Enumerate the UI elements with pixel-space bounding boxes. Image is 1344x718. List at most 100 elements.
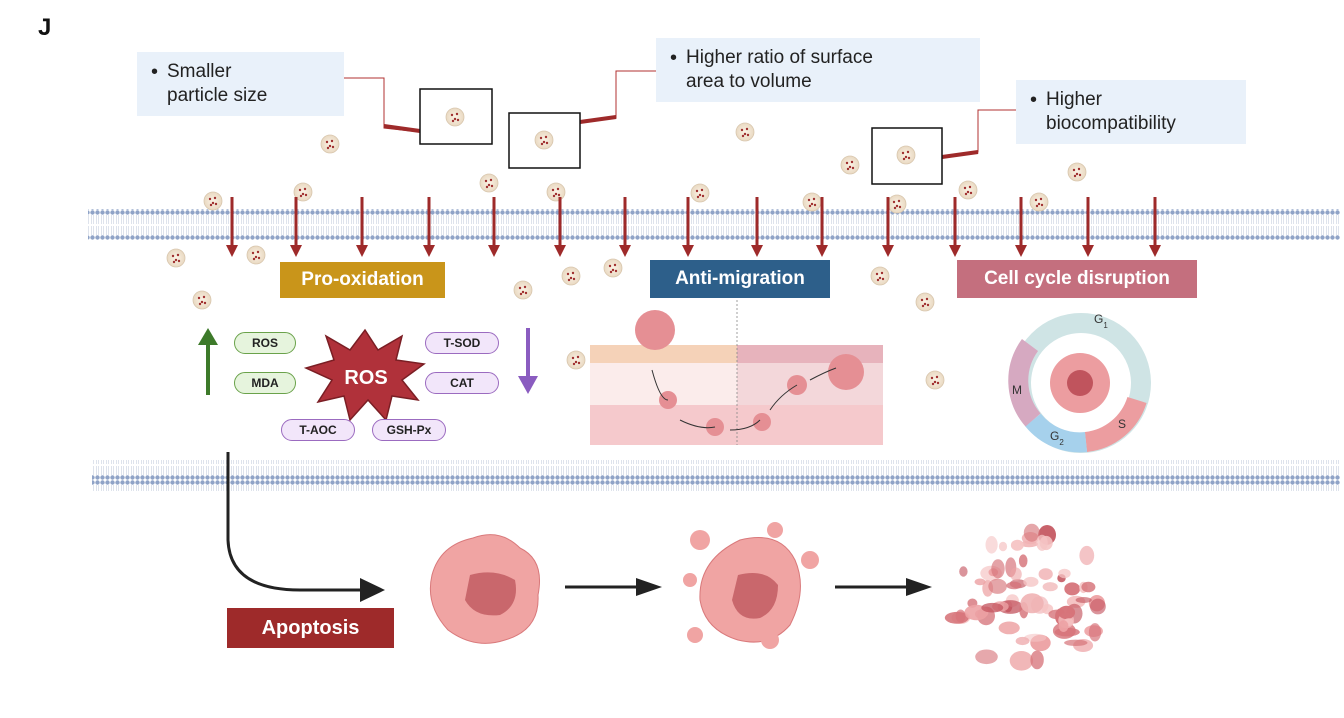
nanoparticle-icon — [561, 266, 581, 286]
zoom-box — [871, 127, 943, 185]
nanoparticle-icon — [690, 183, 710, 203]
nanoparticle-icon — [896, 145, 916, 165]
uptake-arrowhead — [682, 245, 694, 257]
debris-fragment — [1015, 636, 1030, 646]
uptake-arrowhead — [949, 245, 961, 257]
pill-gsh-px: GSH-Px — [372, 419, 446, 441]
debris-fragment — [1079, 545, 1095, 566]
debris-fragment — [985, 536, 998, 554]
callout-line: Higher ratio of surface — [686, 47, 873, 68]
nanoparticles — [166, 107, 1087, 390]
uptake-arrowhead — [290, 245, 302, 257]
nanoparticle-icon — [840, 155, 860, 175]
ros-starburst-icon — [303, 328, 426, 422]
bullet-icon: • — [151, 61, 159, 83]
uptake-arrowhead — [226, 245, 238, 257]
label-anti-migration-text: Anti-migration — [675, 268, 805, 289]
label-cell-cycle-text: Cell cycle disruption — [984, 268, 1170, 289]
label-cell-cycle-disruption: Cell cycle disruption — [957, 260, 1197, 298]
pill-gsh-px-text: GSH-Px — [386, 423, 432, 437]
debris-fragment — [1018, 554, 1028, 568]
label-pro-oxidation-text: Pro-oxidation — [301, 269, 424, 290]
callout-line: Higher — [1046, 89, 1102, 110]
pill-t-aoc: T-AOC — [281, 419, 355, 441]
nanoparticle-icon — [513, 280, 533, 300]
pill-cat: CAT — [425, 372, 499, 394]
nanoparticle-icon — [445, 107, 465, 127]
debris-fragment — [1058, 605, 1076, 620]
phase-m: M — [1012, 383, 1022, 397]
nanoparticle-icon — [534, 130, 554, 150]
uptake-arrowhead — [882, 245, 894, 257]
cell-stage-3-debris — [944, 523, 1106, 671]
connector-line — [579, 70, 656, 123]
callout-surface-area-ratio: • Higher ratio of surface area to volume — [656, 38, 980, 102]
nanoparticle-icon — [166, 248, 186, 268]
apoptosis-arrowhead — [360, 578, 385, 602]
nanoparticle-icon — [246, 245, 266, 265]
pill-cat-text: CAT — [450, 376, 474, 390]
debris-fragment — [1064, 582, 1081, 596]
label-apoptosis-text: Apoptosis — [261, 616, 360, 639]
debris-fragment — [975, 649, 998, 665]
callout-line: biocompatibility — [1046, 113, 1176, 134]
debris-fragment — [998, 541, 1008, 552]
nanoparticle-icon — [203, 191, 223, 211]
label-pro-oxidation: Pro-oxidation — [280, 262, 445, 298]
cell-stage-1 — [429, 534, 540, 644]
nanoparticle-icon — [870, 266, 890, 286]
pill-mda-text: MDA — [251, 376, 279, 390]
phase-s: S — [1118, 417, 1126, 431]
debris-fragment — [974, 578, 986, 586]
nanoparticle-icon — [1029, 192, 1049, 212]
connector-line — [579, 115, 617, 124]
uptake-arrowhead — [1015, 245, 1027, 257]
connector-line — [383, 124, 421, 133]
pill-mda: MDA — [234, 372, 296, 394]
uptake-arrows — [226, 197, 1161, 257]
progression-arrowhead — [906, 578, 932, 596]
nanoparticle-icon — [479, 173, 499, 193]
connector-line — [941, 109, 1016, 157]
debris-fragment — [1088, 623, 1102, 642]
debris-fragment — [1024, 633, 1047, 642]
debris-fragment — [1030, 650, 1044, 670]
nanoparticle-icon — [546, 182, 566, 202]
nanoparticle-icon — [958, 180, 978, 200]
bullet-icon: • — [670, 47, 678, 69]
nanoparticle-icon — [566, 350, 586, 370]
debris-fragment — [1010, 567, 1022, 581]
nanoparticle-icon — [735, 122, 755, 142]
cell-membrane-top — [88, 209, 1340, 240]
uptake-arrowhead — [356, 245, 368, 257]
debris-fragment — [998, 621, 1020, 635]
callout-line: particle size — [167, 85, 268, 106]
callout-biocompatibility: • Higher biocompatibility — [1016, 80, 1246, 144]
callout-smaller-particle-size: • Smaller particle size — [137, 52, 344, 116]
connector-line — [344, 77, 421, 133]
debris-fragment — [1058, 620, 1069, 632]
label-anti-migration: Anti-migration — [650, 260, 830, 298]
debris-fragment — [1064, 639, 1088, 646]
nanoparticle-icon — [192, 290, 212, 310]
debris-fragment — [1058, 568, 1071, 579]
callout-line: Smaller — [167, 61, 232, 82]
pill-t-sod-text: T-SOD — [443, 336, 481, 350]
debris-fragment — [1020, 593, 1044, 614]
apoptosis-path-arrow — [226, 452, 372, 592]
debris-fragment — [1006, 581, 1022, 590]
decrease-arrowhead — [518, 376, 538, 394]
pill-t-aoc-text: T-AOC — [299, 423, 337, 437]
bullet-icon: • — [1030, 89, 1038, 111]
uptake-arrowhead — [488, 245, 500, 257]
pill-ros-text: ROS — [251, 336, 278, 350]
uptake-arrowhead — [1149, 245, 1161, 257]
nanoparticle-icon — [603, 258, 623, 278]
ros-center-label: ROS — [344, 367, 387, 389]
nanoparticle-icon — [1067, 162, 1087, 182]
debris-fragment — [959, 566, 968, 577]
callout-line: area to volume — [686, 71, 812, 92]
uptake-arrowhead — [751, 245, 763, 257]
nanoparticle-icon — [887, 194, 907, 214]
